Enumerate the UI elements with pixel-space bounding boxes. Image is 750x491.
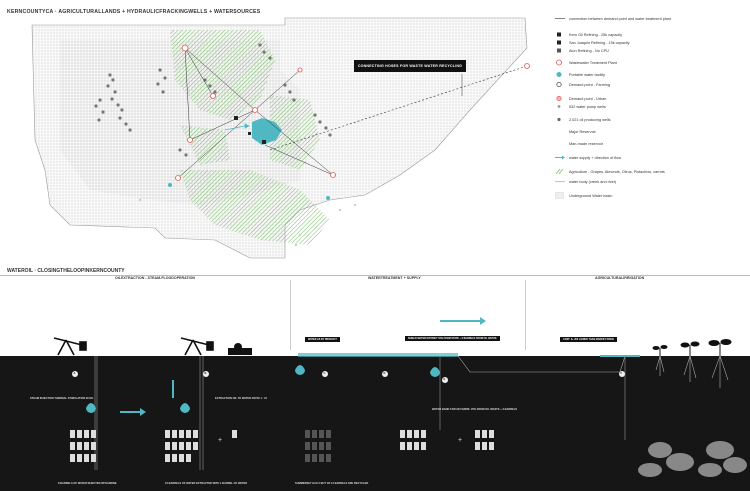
barrel-group [400, 430, 494, 450]
well-pipes [94, 356, 626, 470]
ground-label: 8 BARRELS OF WATER INJECTED WITH BRINE [58, 482, 117, 485]
connection-line-icon [555, 15, 565, 22]
node-letter: B [204, 372, 207, 375]
legend-item: connection between demand point and wate… [555, 15, 671, 22]
refineries [234, 116, 266, 144]
agriculture-area [180, 125, 230, 165]
almond-icons [638, 441, 747, 477]
legend-item: water body (creek and river) [555, 178, 616, 185]
node-letter: F [620, 372, 623, 375]
agriculture-area [170, 30, 275, 120]
agriculture-hatch-icon [555, 168, 565, 175]
process-tag: WATER AS BY PRODUCT [305, 337, 340, 342]
column-divider [290, 280, 291, 350]
node-letter: E [443, 378, 446, 381]
water-body-icon [555, 178, 565, 185]
water-facility-icon [555, 71, 565, 78]
flow-arrows [120, 317, 486, 416]
ground-label: EXTRACTION OIL TO WATER RATIO 1 : 10 [215, 397, 267, 400]
oil-well-clusters [94, 43, 332, 157]
barrel-group [165, 430, 237, 462]
recycling-hose-line [269, 65, 528, 151]
ground-label: 10 BARRELS OF WATER EXTRACTED WITH 1 BAR… [165, 482, 248, 485]
channel-outline [457, 355, 626, 373]
node-markers [72, 371, 625, 383]
heading-agricultural-irrigation: AGRICULTURALIRRIGATION [595, 276, 645, 280]
barrel-group [305, 430, 331, 462]
refinery-a-icon [555, 31, 565, 38]
ground-label: STEAM INJECTION THERMAL STIMULATION IN O… [30, 397, 94, 400]
flow-arrows [224, 123, 250, 131]
water-basin-icon [555, 192, 565, 199]
demand-urban-icon [555, 95, 565, 102]
svg-text:+: + [458, 437, 462, 444]
pump-well-icon [555, 103, 565, 110]
legend-item: water supply + direction of flow [555, 154, 621, 161]
water-surface [298, 353, 458, 357]
legend-item: San Joaquin Refining - 15k capacity [555, 39, 630, 46]
legend-item: Man-made reservoir [555, 140, 603, 147]
node-letter: A [73, 372, 76, 375]
treatment-plant-icon [555, 59, 565, 66]
irrigation-channel [600, 355, 640, 357]
process-tag: COST: 3+ 200 LOWER THAN MARKET PRICE [560, 337, 617, 342]
legend-item: Portable water facility [555, 71, 605, 78]
legend-item: Alon Refining - No CPU [555, 47, 609, 54]
barrel-group [70, 430, 96, 462]
pumpjack-icon [180, 337, 214, 356]
oil-well-icon [555, 116, 565, 123]
legend-item: 532 water pump wells [555, 103, 606, 110]
node-letter: C [323, 372, 326, 375]
recycling-callout: CONNECTING HOSES FOR WASTE WATER RECYCLI… [354, 60, 466, 72]
heading-oil-extraction: OILEXTRACTION - STEAM-FLOODOPERATION [115, 276, 195, 280]
plant-icons [652, 339, 732, 356]
refinery-b-icon [555, 39, 565, 46]
agriculture-area [180, 170, 330, 245]
demand-farming-icon [555, 81, 565, 88]
node-letter: D [383, 372, 386, 375]
legend-item: Demand point - Farming [555, 81, 610, 88]
section-title: WATEROIL · CLOSINGTHELOOPINKERNCOUNTY [7, 268, 125, 274]
section-divider [0, 275, 750, 276]
treatment-points [175, 44, 530, 181]
column-divider [525, 280, 526, 350]
ground-label: SUMMERSET HAS 5 BUT OF 12 BARRELS ARE RE… [295, 482, 369, 485]
tanker-truck-icon [228, 343, 252, 355]
flow-arrow-icon [555, 154, 565, 161]
map-title: KERNCOUNTYCA · AGRICULTURALLANDS + HYDRA… [7, 9, 261, 15]
legend-item: Major Reservoir [555, 128, 596, 135]
plus-signs: ++ [218, 437, 462, 444]
refinery-c-icon [555, 47, 565, 54]
legend-item: Wastewater Treatment Plant [555, 59, 617, 66]
legend-item: Agriculture - Grapes, Almonds, Citrus, P… [555, 168, 665, 175]
agriculture-area [270, 95, 320, 170]
pumpjack-icon [53, 337, 87, 356]
legend-item: Underground Water basin [555, 192, 612, 199]
legend-item: 2,021 oil producing wells [555, 116, 611, 123]
ground-label: WATER BANK FOR 3D FARMS: 25% FROM OIL WA… [432, 408, 518, 411]
water-facilities [168, 183, 330, 200]
water-drop-icon [86, 365, 440, 413]
heading-water-treatment: WATERTREATMENT + SUPPLY [368, 276, 421, 280]
legend-item: Demand point - Urban [555, 95, 606, 102]
ground [0, 356, 750, 491]
connection-lines [177, 47, 334, 179]
pump-wells [138, 198, 357, 247]
legend-item: Kern Oil Refining - 25k capacity [555, 31, 622, 38]
major-reservoir [252, 118, 282, 145]
process-tag: SHIELD WATER DISTRICT 50% FROM STATE + 3… [405, 336, 500, 341]
plant-roots [655, 355, 729, 388]
svg-text:+: + [218, 437, 222, 444]
